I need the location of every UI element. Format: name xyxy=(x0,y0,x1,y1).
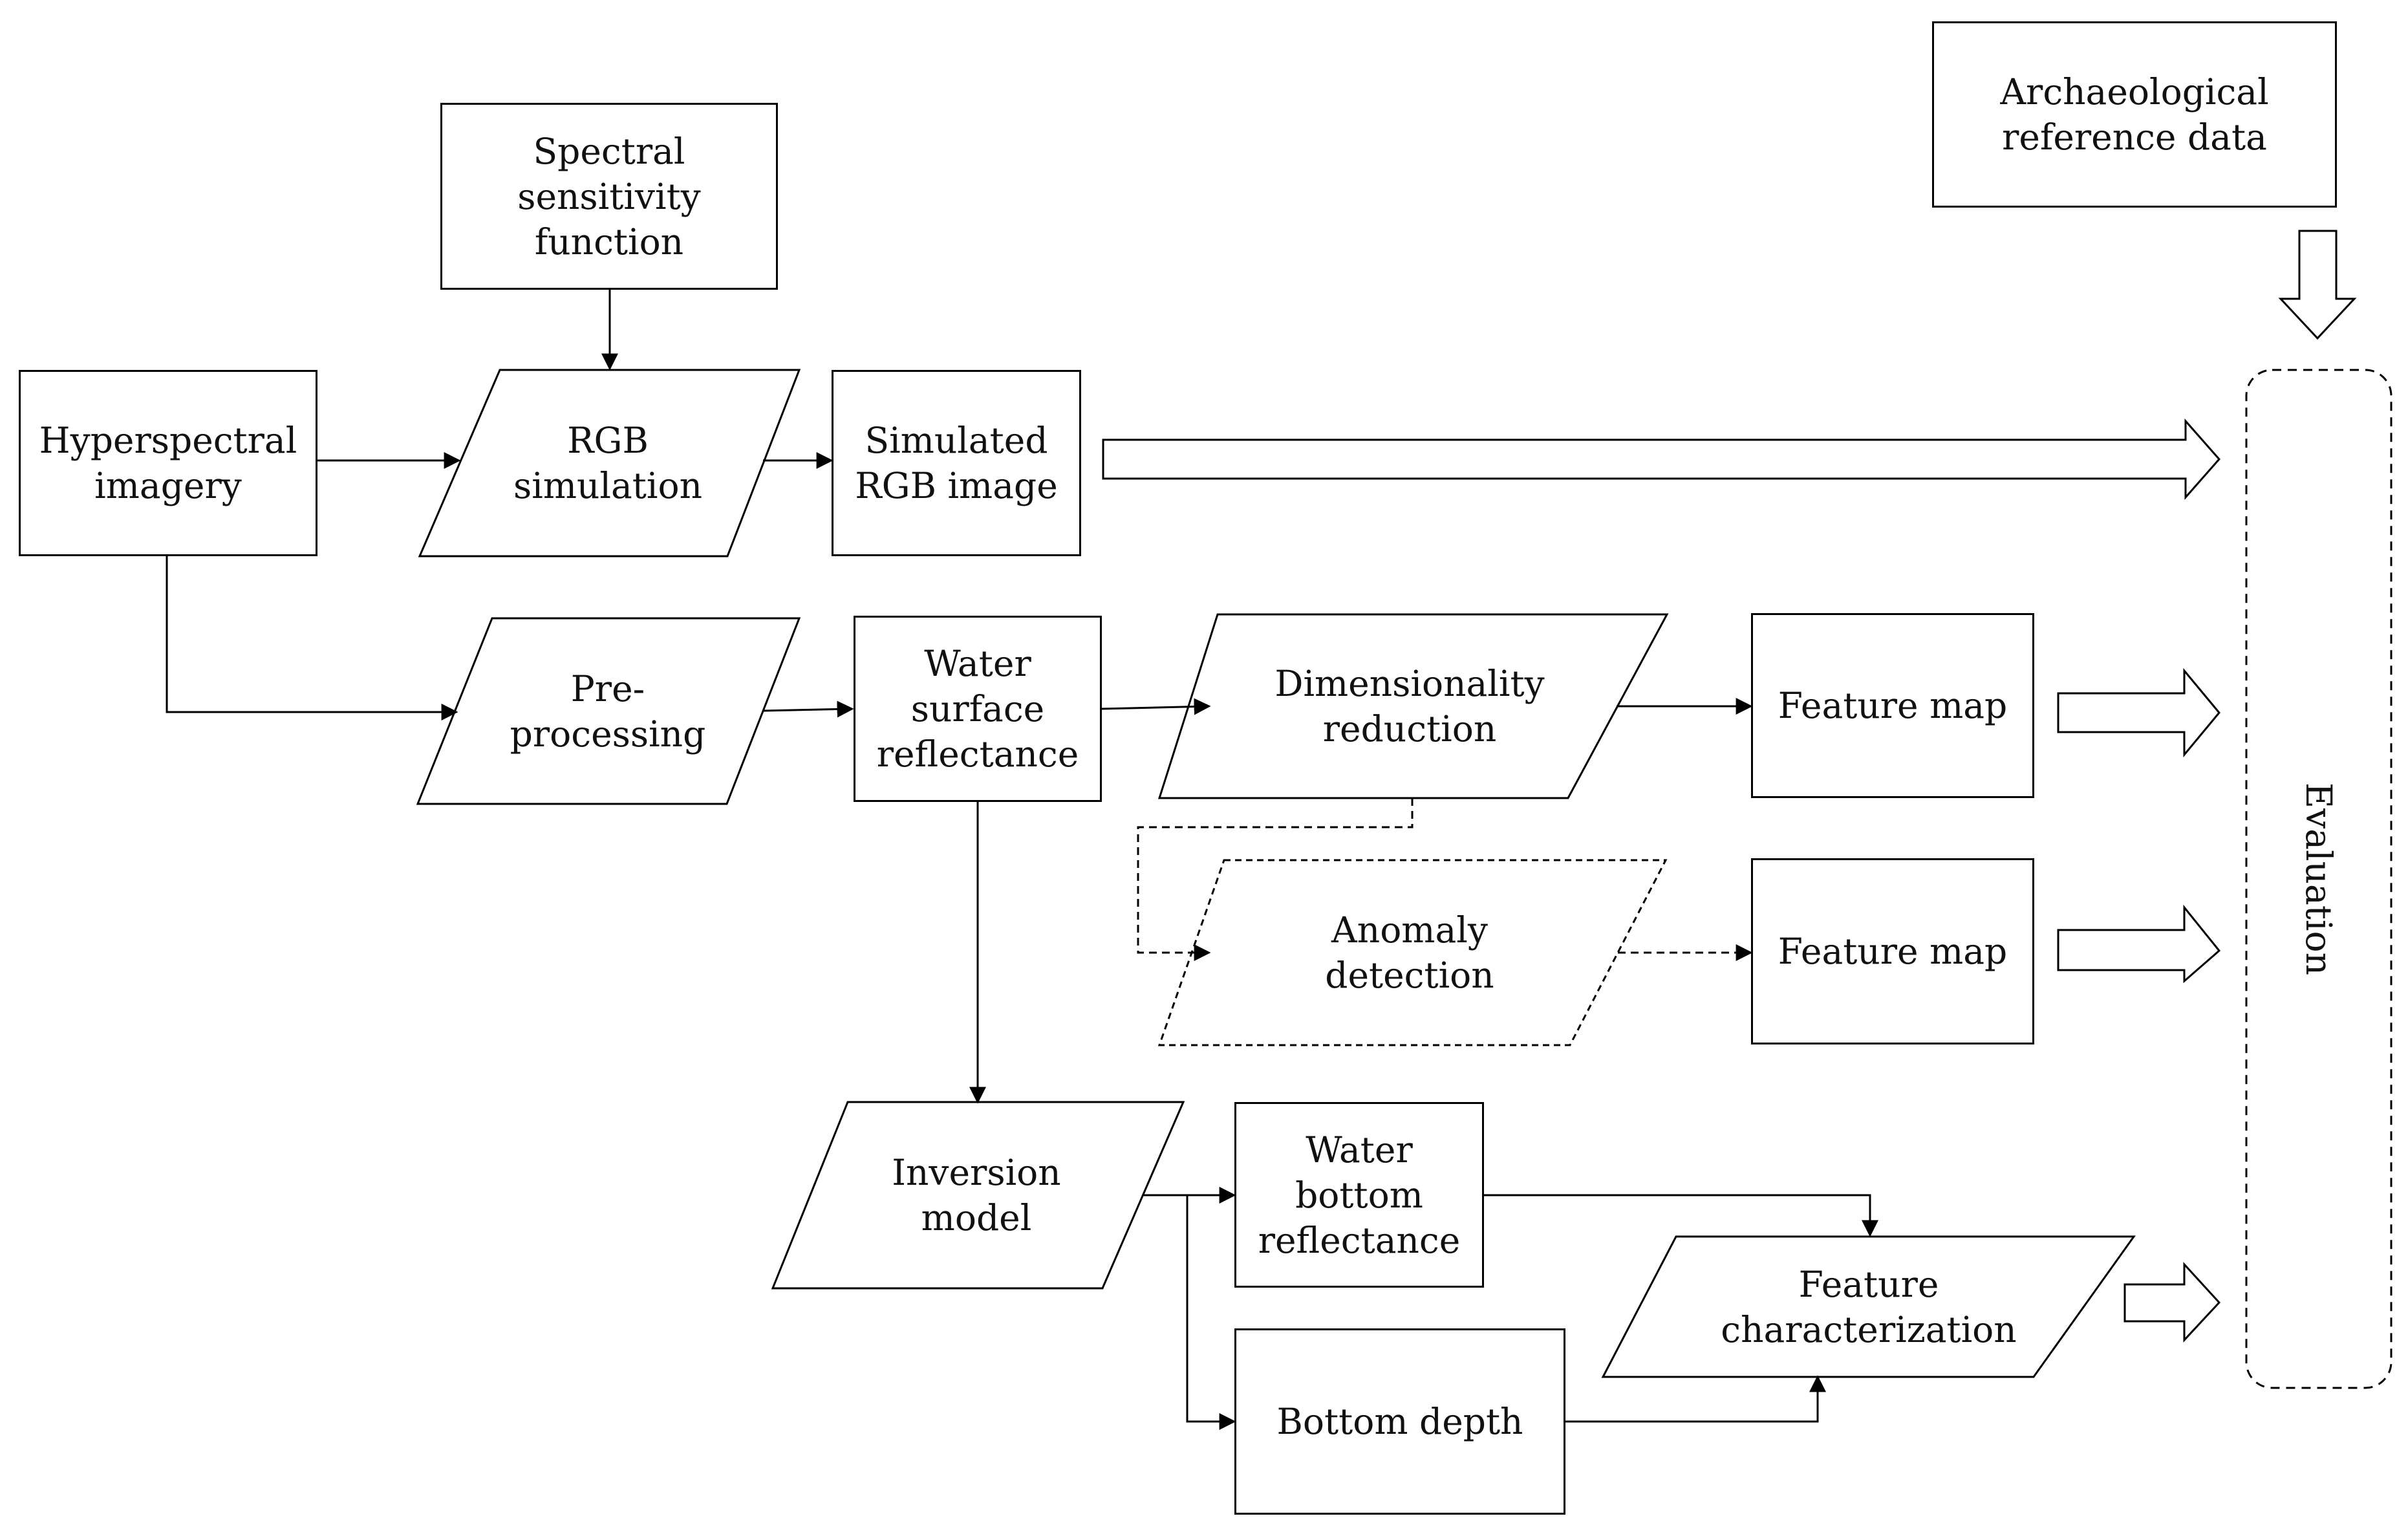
arrow-hyperspectral-to-preprocessing xyxy=(166,556,458,720)
dim-reduction-shape xyxy=(1157,613,1669,799)
archaeological-reference-box xyxy=(1932,21,2337,208)
arrow-preprocessing-to-surface xyxy=(762,700,854,718)
arrow-bottom-reflectance-to-characterization xyxy=(1484,1194,1878,1237)
bottom-depth-box xyxy=(1234,1328,1565,1515)
block-arrow-reference-to-evaluation xyxy=(2278,230,2357,340)
water-surface-label: Water surface reflectance xyxy=(876,643,1079,775)
spectral-sensitivity-label: Spectral sensitivity function xyxy=(517,130,701,263)
feature-map-1-label: Feature map xyxy=(1778,685,2008,726)
water-bottom-label: Water bottom reflectance xyxy=(1258,1129,1461,1261)
water-bottom-box xyxy=(1234,1102,1484,1288)
rgb-simulation-label: RGB simulation xyxy=(513,420,702,506)
arrow-inversion-to-bottom-depth xyxy=(1186,1195,1236,1430)
block-arrow-characterization-to-evaluation xyxy=(2123,1262,2221,1343)
simulated-rgb-label: Simulated RGB image xyxy=(855,420,1058,506)
simulated-rgb-box xyxy=(832,370,1081,556)
bottom-depth-label: Bottom depth xyxy=(1276,1401,1523,1442)
feature-map-1-box xyxy=(1751,613,2034,798)
feature-map-2-label: Feature map xyxy=(1778,931,2008,972)
block-arrow-featuremap1-to-evaluation xyxy=(2057,667,2220,758)
dim-reduction-label: Dimensionality reduction xyxy=(1274,663,1545,750)
feature-characterization-label: Feature characterization xyxy=(1721,1263,2017,1350)
preprocessing-label: Pre- processing xyxy=(510,667,706,755)
preprocessing-shape xyxy=(416,617,801,805)
evaluation-label: Evaluation xyxy=(2298,782,2339,976)
rgb-simulation-shape xyxy=(418,369,801,557)
arrow-surface-to-dimreduction xyxy=(1101,698,1211,715)
block-arrow-featuremap2-to-evaluation xyxy=(2057,904,2221,984)
feature-characterization-shape xyxy=(1601,1235,2136,1378)
archaeological-reference-label: Archaeological reference data xyxy=(2000,71,2269,158)
evaluation-container xyxy=(2245,369,2392,1389)
anomaly-detection-label: Anomaly detection xyxy=(1325,909,1494,996)
inversion-model-label: Inversion model xyxy=(892,1152,1061,1239)
water-surface-box xyxy=(854,616,1102,802)
arrow-bottom-depth-to-characterization xyxy=(1565,1375,1826,1423)
arrow-dimreduction-to-anomaly xyxy=(1137,798,1414,961)
hyperspectral-box xyxy=(19,370,317,556)
spectral-sensitivity-box xyxy=(440,103,778,290)
anomaly-detection-shape xyxy=(1157,859,1668,1046)
inversion-model-shape xyxy=(771,1101,1185,1290)
feature-map-2-box xyxy=(1751,858,2034,1044)
hyperspectral-label: Hyperspectral imagery xyxy=(39,420,297,506)
block-arrow-simulated-to-evaluation xyxy=(1102,418,2220,500)
